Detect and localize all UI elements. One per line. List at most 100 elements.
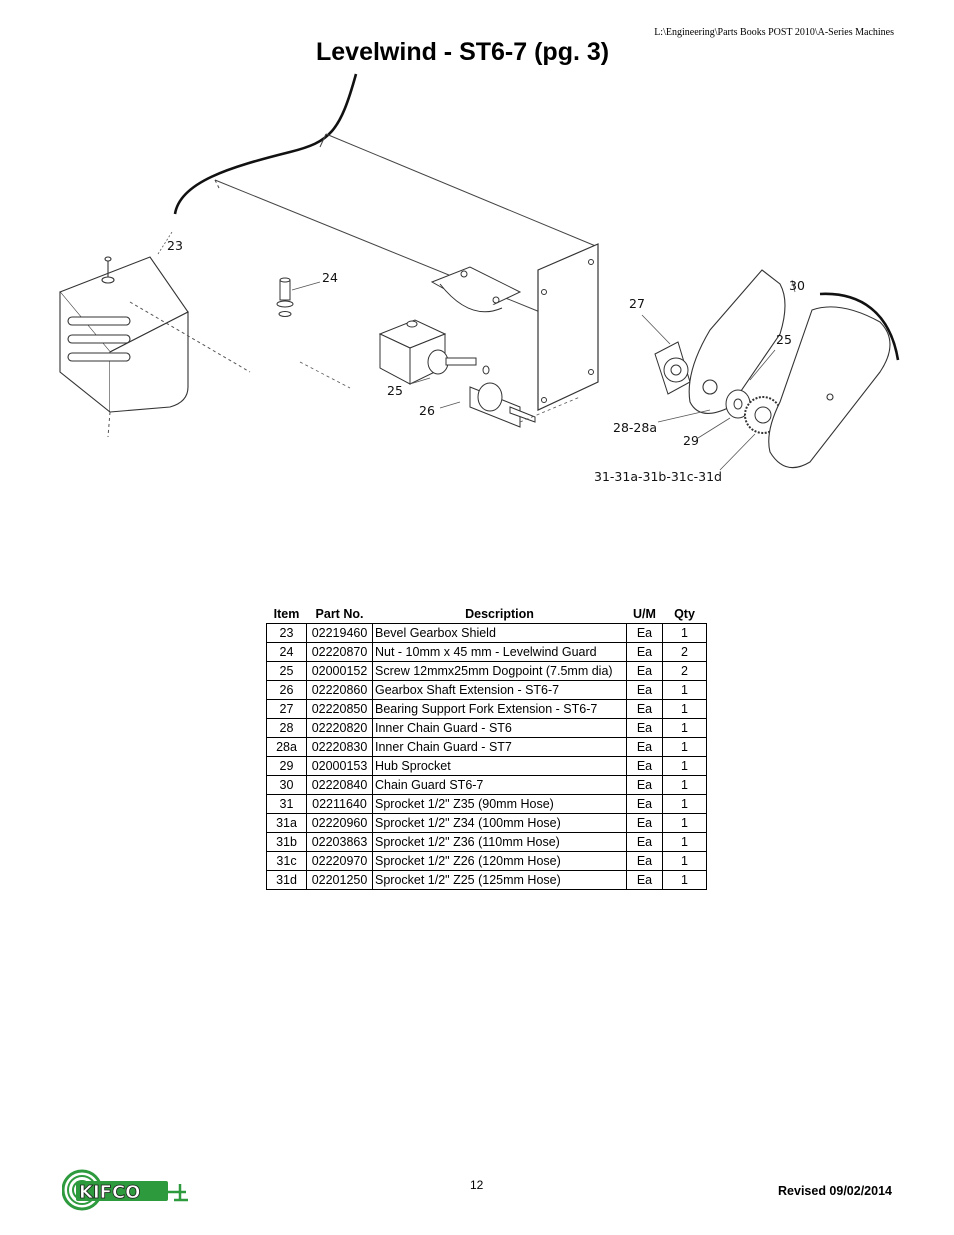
cell-part-no: 02000152 (306, 661, 373, 681)
cell-part-no: 02220960 (306, 813, 373, 833)
callout-24: 24 (322, 270, 338, 285)
callout-30: 30 (789, 278, 805, 293)
cell-description: Chain Guard ST6-7 (372, 775, 627, 795)
cell-item: 31 (266, 794, 307, 814)
cell-item: 31d (266, 870, 307, 890)
cell-qty: 2 (662, 642, 707, 662)
cell-item: 28a (266, 737, 307, 757)
cell-qty: 1 (662, 718, 707, 738)
cell-item: 29 (266, 756, 307, 776)
cell-um: Ea (626, 756, 663, 776)
cell-description: Sprocket 1/2" Z36 (110mm Hose) (372, 832, 627, 852)
cell-part-no: 02000153 (306, 756, 373, 776)
cell-item: 28 (266, 718, 307, 738)
cell-um: Ea (626, 718, 663, 738)
cell-description: Inner Chain Guard - ST7 (372, 737, 627, 757)
callout-25b: 25 (776, 332, 792, 347)
cell-qty: 1 (662, 680, 707, 700)
cell-qty: 1 (662, 813, 707, 833)
cell-description: Hub Sprocket (372, 756, 627, 776)
revised-date: Revised 09/02/2014 (778, 1184, 892, 1198)
cell-part-no: 02201250 (306, 870, 373, 890)
cell-part-no: 02220850 (306, 699, 373, 719)
cell-qty: 1 (662, 794, 707, 814)
cell-description: Bearing Support Fork Extension - ST6-7 (372, 699, 627, 719)
cell-um: Ea (626, 870, 663, 890)
cell-description: Nut - 10mm x 45 mm - Levelwind Guard (372, 642, 627, 662)
cell-item: 30 (266, 775, 307, 795)
cell-part-no: 02220860 (306, 680, 373, 700)
cell-qty: 1 (662, 870, 707, 890)
cell-um: Ea (626, 775, 663, 795)
page-title: Levelwind - ST6-7 (pg. 3) (316, 38, 610, 66)
cell-item: 25 (266, 661, 307, 681)
callout-31: 31-31a-31b-31c-31d (594, 469, 722, 484)
cell-part-no: 02219460 (306, 623, 373, 643)
callout-27: 27 (629, 296, 645, 311)
callout-26: 26 (419, 403, 435, 418)
cell-description: Sprocket 1/2" Z26 (120mm Hose) (372, 851, 627, 871)
kifco-logo: KIFCO (62, 1169, 188, 1211)
cell-part-no: 02220830 (306, 737, 373, 757)
cell-description: Sprocket 1/2" Z25 (125mm Hose) (372, 870, 627, 890)
col-part-no: Part No. (315, 607, 364, 621)
cell-qty: 1 (662, 851, 707, 871)
cell-qty: 1 (662, 737, 707, 757)
cell-um: Ea (626, 794, 663, 814)
cell-description: Sprocket 1/2" Z34 (100mm Hose) (372, 813, 627, 833)
col-description: Description (465, 607, 534, 621)
table-header-row: Item Part No. Description U/M Qty (267, 606, 707, 624)
cell-um: Ea (626, 623, 663, 643)
page-number: 12 (470, 1178, 484, 1192)
cell-item: 31a (266, 813, 307, 833)
cell-item: 23 (266, 623, 307, 643)
callout-29: 29 (683, 433, 699, 448)
cell-qty: 2 (662, 661, 707, 681)
cell-part-no: 02203863 (306, 832, 373, 852)
cell-description: Inner Chain Guard - ST6 (372, 718, 627, 738)
cell-um: Ea (626, 832, 663, 852)
cell-um: Ea (626, 699, 663, 719)
cell-item: 31c (266, 851, 307, 871)
callout-28-28a: 28-28a (613, 420, 657, 435)
col-item: Item (273, 607, 300, 621)
col-qty: Qty (674, 607, 695, 621)
cell-part-no: 02220840 (306, 775, 373, 795)
file-path: L:\Engineering\Parts Books POST 2010\A-S… (654, 27, 894, 38)
cell-um: Ea (626, 813, 663, 833)
cell-um: Ea (626, 851, 663, 871)
cell-um: Ea (626, 642, 663, 662)
cell-um: Ea (626, 737, 663, 757)
cell-part-no: 02220820 (306, 718, 373, 738)
cell-qty: 1 (662, 832, 707, 852)
cell-item: 24 (266, 642, 307, 662)
cell-item: 27 (266, 699, 307, 719)
exploded-diagram: 23 24 25 26 27 30 25 28-28a 29 31-31a-31… (50, 72, 910, 492)
cell-qty: 1 (662, 756, 707, 776)
callout-23: 23 (167, 238, 183, 253)
cell-description: Gearbox Shaft Extension - ST6-7 (372, 680, 627, 700)
cell-qty: 1 (662, 775, 707, 795)
logo-text: KIFCO (79, 1182, 140, 1203)
cell-item: 26 (266, 680, 307, 700)
cell-qty: 1 (662, 623, 707, 643)
cell-part-no: 02211640 (306, 794, 373, 814)
cell-description: Sprocket 1/2" Z35 (90mm Hose) (372, 794, 627, 814)
cell-part-no: 02220970 (306, 851, 373, 871)
cell-description: Bevel Gearbox Shield (372, 623, 627, 643)
col-um: U/M (633, 607, 656, 621)
cell-um: Ea (626, 661, 663, 681)
